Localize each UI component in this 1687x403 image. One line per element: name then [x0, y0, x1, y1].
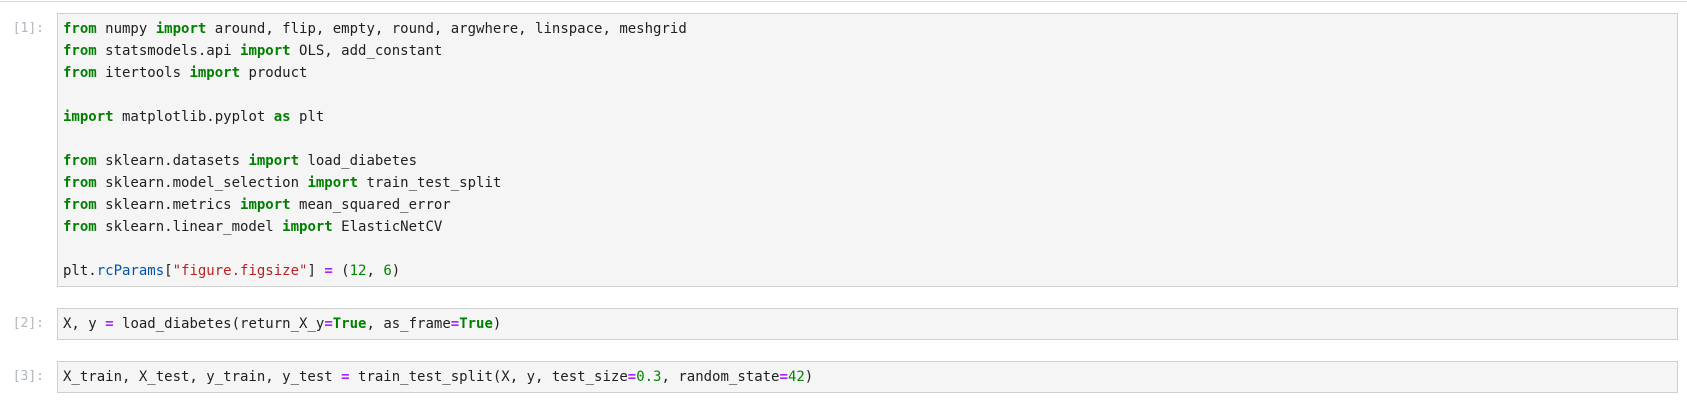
- code-line[interactable]: X, y = load_diabetes(return_X_y=True, as…: [63, 316, 502, 332]
- cell-execution-prompt: [2]:: [12, 316, 44, 331]
- cell-execution-prompt: [3]:: [12, 369, 44, 384]
- code-line[interactable]: from sklearn.linear_model import Elastic…: [63, 219, 443, 235]
- cell-code[interactable]: from numpy import around, flip, empty, r…: [58, 14, 1677, 286]
- code-line[interactable]: from sklearn.datasets import load_diabet…: [63, 153, 418, 169]
- code-line[interactable]: import matplotlib.pyplot as plt: [63, 109, 325, 125]
- code-cell: [1]: from numpy import around, flip, emp…: [0, 13, 1678, 287]
- code-line[interactable]: [63, 238, 1673, 260]
- code-line[interactable]: X_train, X_test, y_train, y_test = train…: [63, 369, 814, 385]
- cell-code-editor[interactable]: X, y = load_diabetes(return_X_y=True, as…: [57, 308, 1678, 340]
- code-line[interactable]: [63, 128, 1673, 150]
- cell-code-editor[interactable]: from numpy import around, flip, empty, r…: [57, 13, 1678, 287]
- code-line[interactable]: from itertools import product: [63, 65, 308, 81]
- cell-code[interactable]: X, y = load_diabetes(return_X_y=True, as…: [58, 309, 1677, 339]
- cell-list: [1]: from numpy import around, flip, emp…: [0, 13, 1687, 393]
- code-cell: [2]: X, y = load_diabetes(return_X_y=Tru…: [0, 308, 1678, 340]
- code-line[interactable]: from numpy import around, flip, empty, r…: [63, 21, 687, 37]
- code-cell: [3]: X_train, X_test, y_train, y_test = …: [0, 361, 1678, 393]
- code-line[interactable]: from sklearn.model_selection import trai…: [63, 175, 502, 191]
- toolbar-bottom-divider: [0, 1, 1687, 2]
- cell-code-editor[interactable]: X_train, X_test, y_train, y_test = train…: [57, 361, 1678, 393]
- cell-execution-prompt: [1]:: [12, 21, 44, 36]
- code-line[interactable]: from sklearn.metrics import mean_squared…: [63, 197, 451, 213]
- code-line[interactable]: from statsmodels.api import OLS, add_con…: [63, 43, 443, 59]
- cell-code[interactable]: X_train, X_test, y_train, y_test = train…: [58, 362, 1677, 392]
- code-line[interactable]: plt.rcParams["figure.figsize"] = (12, 6): [63, 263, 401, 279]
- code-line[interactable]: [63, 84, 1673, 106]
